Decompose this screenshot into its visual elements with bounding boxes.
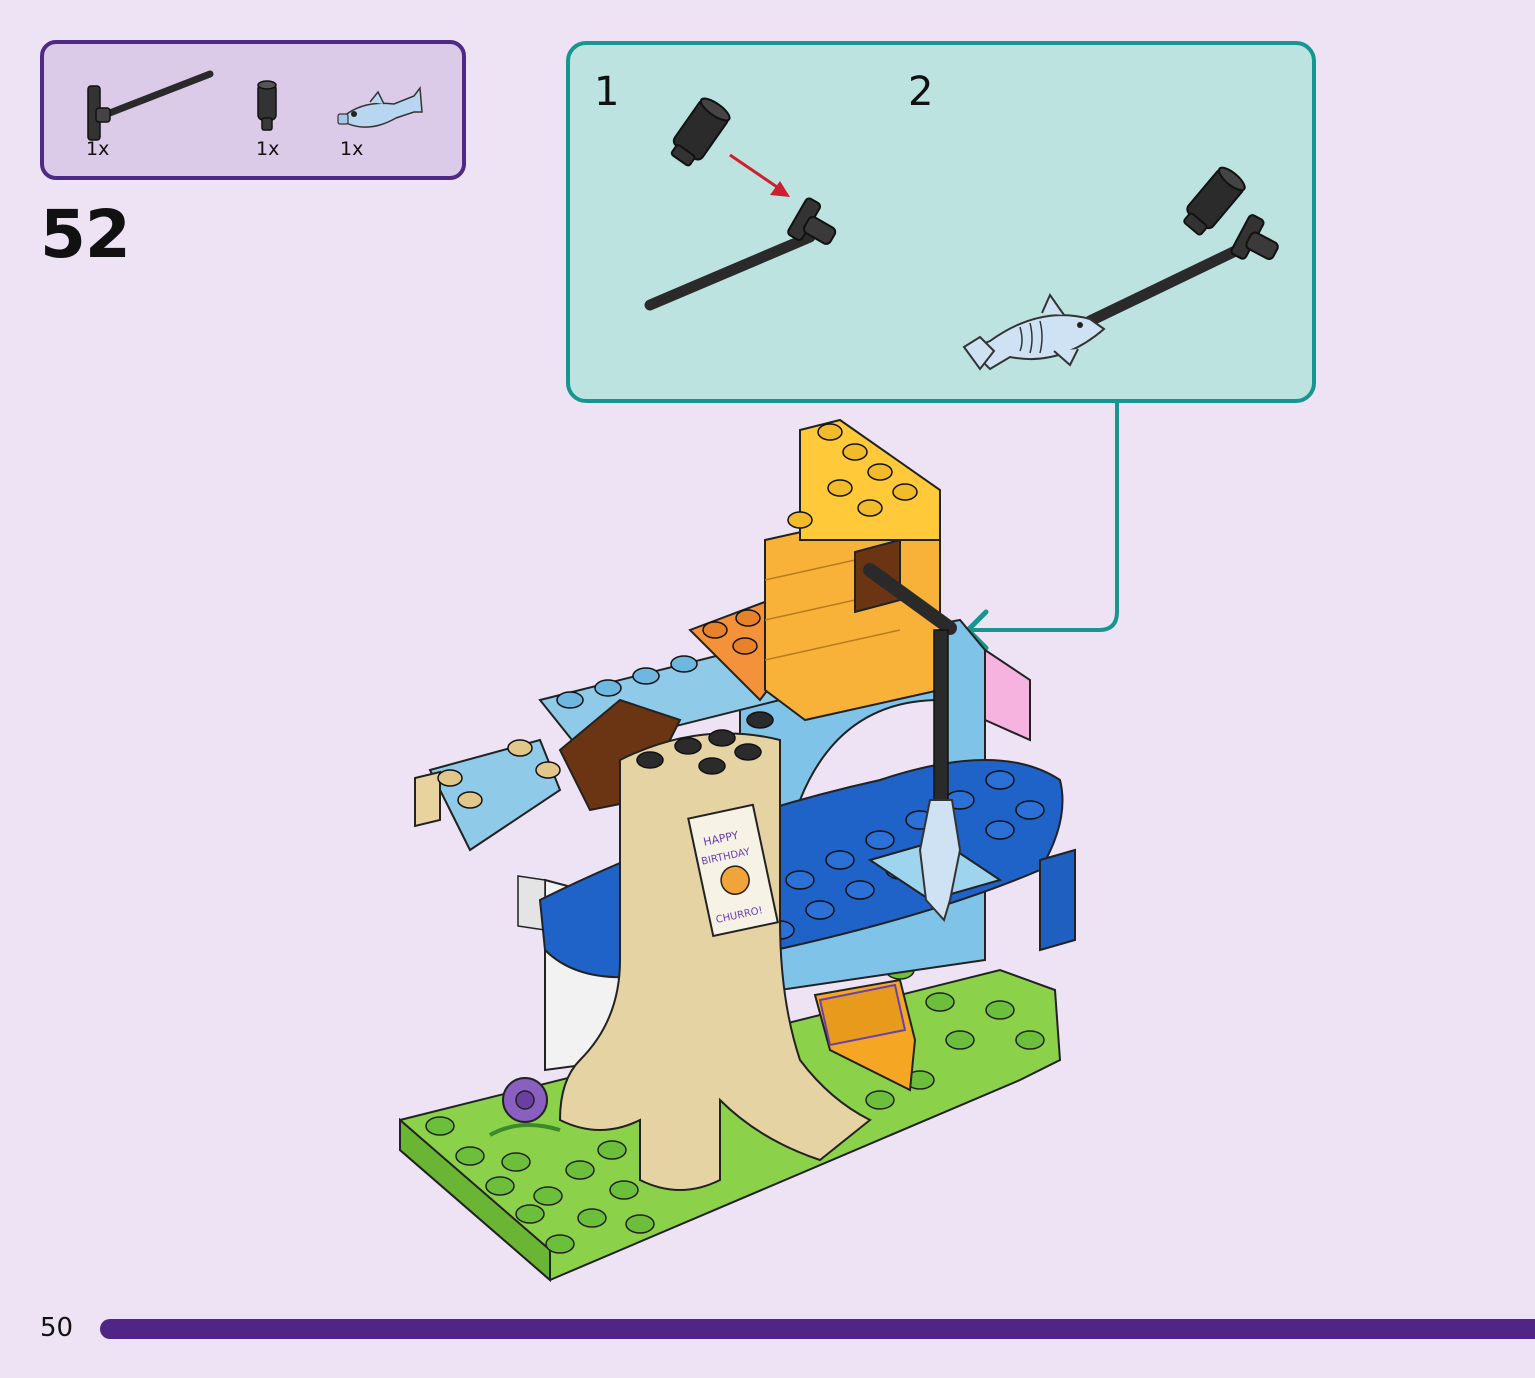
bar-with-clip-icon [87, 70, 214, 141]
qty-label: 1x [340, 138, 364, 160]
progress-bar [100, 1319, 1535, 1339]
substep-number: 1 [594, 69, 620, 115]
parts-list-box: 1x 1x 1x [40, 40, 466, 180]
substep-1-illustration [644, 97, 837, 311]
step-number: 52 [40, 196, 131, 273]
page-number: 50 [40, 1313, 74, 1343]
qty-label: 1x [256, 138, 280, 160]
fish-icon [337, 85, 423, 128]
cylinder-brick-icon [257, 80, 277, 131]
sub-assembly-callout: 1 2 [566, 41, 1316, 403]
substep-2-illustration [962, 166, 1279, 371]
qty-label: 1x [86, 138, 110, 160]
substep-number: 2 [908, 69, 934, 115]
